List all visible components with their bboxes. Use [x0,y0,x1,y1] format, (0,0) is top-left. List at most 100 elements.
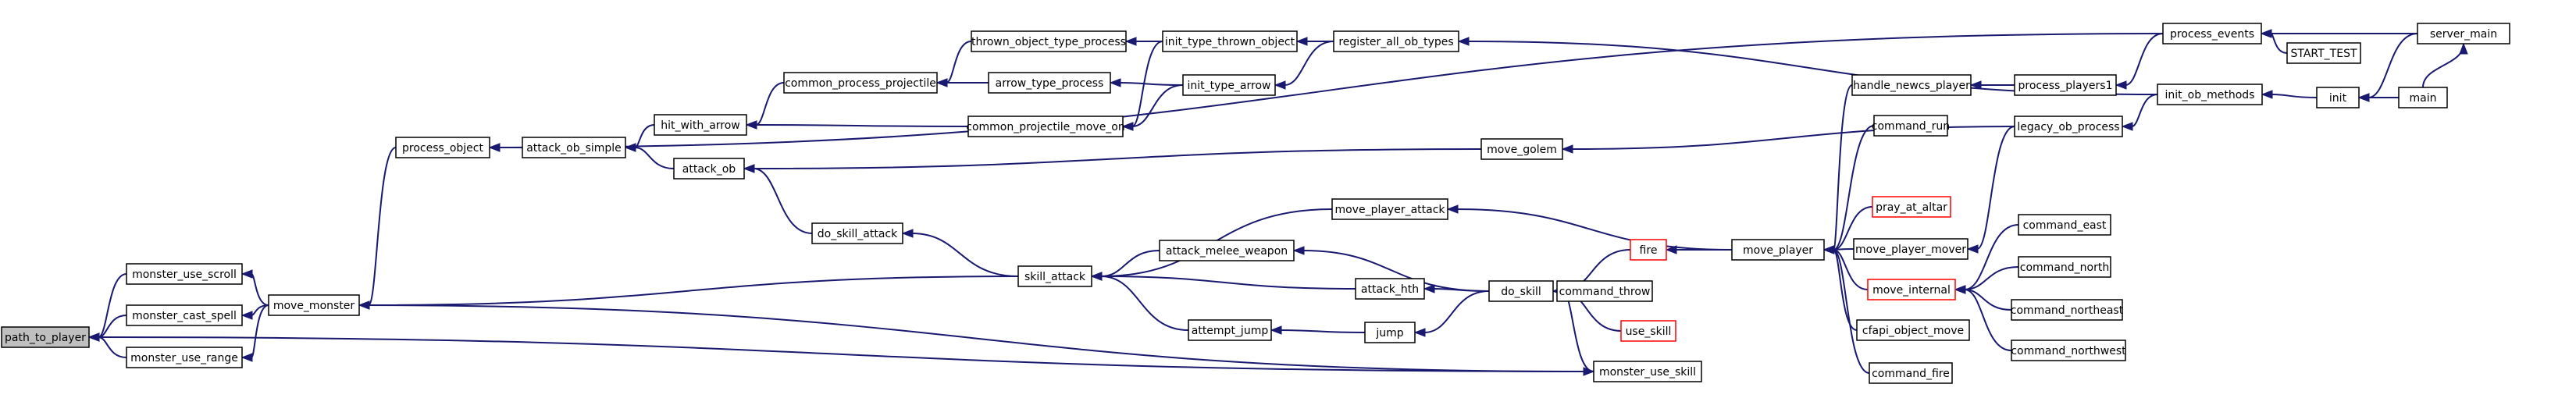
node-label: move_player_mover [1855,244,1966,256]
node-label: monster_use_scroll [132,268,237,281]
node-attempt-jump[interactable]: attempt_jump [1188,319,1272,341]
node-label: command_fire [1872,368,1950,380]
node-server-main[interactable]: server_main [2417,23,2510,44]
node-process-players1[interactable]: process_players1 [2014,74,2117,96]
node-register-all-ob-types[interactable]: register_all_ob_types [1333,30,1459,52]
call-edge [251,273,269,306]
node-command-fire[interactable]: command_fire [1869,362,1953,384]
node-box [2157,84,2263,105]
call-edge [2271,94,2318,98]
node-path-to-player[interactable]: path_to_player [1,326,90,348]
node-move-player-attack[interactable]: move_player_attack [1331,198,1448,220]
node-command-throw[interactable]: command_throw [1556,280,1653,302]
node-hit-with-arrow[interactable]: hit_with_arrow [654,114,747,136]
node-fire[interactable]: fire [1630,239,1667,261]
call-edge [1100,250,1160,277]
node-label: do_skill [1501,286,1541,298]
node-box [1,326,90,348]
edge-arrowhead [2121,122,2133,131]
node-do-skill-attack[interactable]: do_skill_attack [811,222,903,244]
node-box [1853,238,1969,260]
node-box [2417,23,2510,44]
node-jump[interactable]: jump [1364,322,1416,343]
node-label: skill_attack [1024,271,1086,283]
node-init[interactable]: init [2316,87,2360,108]
call-edge [1964,224,2019,290]
call-edge [1833,249,1869,290]
node-label: command_run [1872,120,1950,133]
node-monster-use-range[interactable]: monster_use_range [126,347,243,368]
node-box [1355,278,1425,300]
node-skill-attack[interactable]: skill_attack [1017,265,1092,287]
call-edge [98,336,1594,372]
call-edge [634,147,675,169]
node-pray-at-altar[interactable]: pray_at_altar [1872,196,1951,218]
node-command-northwest[interactable]: command_northwest [2011,340,2126,361]
node-cfapi-object-move[interactable]: cfapi_object_move [1856,319,1970,341]
node-box [1872,196,1951,218]
edge-arrowhead [1295,37,1308,46]
edge-arrowhead [1274,80,1286,90]
call-edge [1562,290,1594,372]
node-label: attack_ob_simple [526,142,622,155]
node-box [1856,319,1970,341]
call-edge [1833,125,1875,251]
node-move-player-mover[interactable]: move_player_mover [1853,238,1969,260]
call-edge [98,336,127,358]
node-attack-ob[interactable]: attack_ob [673,158,745,180]
node-attack-ob-simple[interactable]: attack_ob_simple [522,137,626,158]
node-label: pray_at_altar [1876,201,1947,214]
node-label: path_to_player [5,332,86,344]
node-move-golem[interactable]: move_golem [1480,138,1563,160]
node-box [971,30,1127,52]
node-use-skill[interactable]: use_skill [1620,320,1676,342]
node-do-skill[interactable]: do_skill [1488,280,1554,302]
call-edge [1284,41,1334,86]
node-common-process-projectile[interactable]: common_process_projectile [783,72,938,94]
node-attack-melee-weapon[interactable]: attack_melee_weapon [1159,240,1295,261]
edge-arrowhead [1446,204,1459,214]
node-move-player[interactable]: move_player [1731,239,1825,261]
node-box [2286,42,2361,64]
node-monster-use-skill[interactable]: monster_use_skill [1593,361,1702,382]
node-process-events[interactable]: process_events [2162,23,2262,44]
node-label: monster_use_range [130,352,238,364]
call-edge [1833,248,1855,251]
node-command-east[interactable]: command_east [2018,214,2111,236]
node-command-run[interactable]: command_run [1872,115,1950,137]
call-edge [2270,33,2288,54]
node-command-northeast[interactable]: command_northeast [2011,299,2124,321]
edge-arrowhead [624,143,636,152]
node-handle-newcs-player[interactable]: handle_newcs_player [1851,74,1972,96]
edge-arrowhead [87,332,100,342]
node-label: thrown_object_type_process [971,36,1126,48]
node-monster-cast-spell[interactable]: monster_cast_spell [126,304,243,326]
node-box [1630,239,1667,261]
node-init-ob-methods[interactable]: init_ob_methods [2157,84,2263,105]
node-command-north[interactable]: command_north [2018,256,2111,278]
node-process-object[interactable]: process_object [395,137,490,158]
node-move-monster[interactable]: move_monster [268,294,360,316]
node-label: monster_cast_spell [132,310,237,322]
node-init-type-thrown-object[interactable]: init_type_thrown_object [1162,30,1298,52]
node-monster-use-scroll[interactable]: monster_use_scroll [126,263,243,285]
node-attack-hth[interactable]: attack_hth [1355,278,1425,300]
call-edge [753,168,813,234]
node-box [654,114,747,136]
node-box [2018,256,2111,278]
call-edge [1833,206,1873,251]
edge-arrowhead [745,120,757,130]
node-box [673,158,745,180]
node-arrow-type-process[interactable]: arrow_type_process [988,72,1111,94]
node-common-projectile-move-on[interactable]: common_projectile_move_on [966,116,1125,137]
node-move-internal[interactable]: move_internal [1867,279,1956,300]
node-box [1593,361,1702,382]
node-main[interactable]: main [2398,87,2448,108]
node-box [2162,23,2262,44]
node-init-type-arrow[interactable]: init_type_arrow [1182,74,1276,96]
node-label: do_skill_attack [818,228,898,240]
edge-arrowhead [1109,78,1121,87]
node-start-test[interactable]: START_TEST [2286,42,2361,64]
node-thrown-object-type-process[interactable]: thrown_object_type_process [971,30,1127,52]
node-legacy-ob-process[interactable]: legacy_ob_process [2014,116,2123,137]
